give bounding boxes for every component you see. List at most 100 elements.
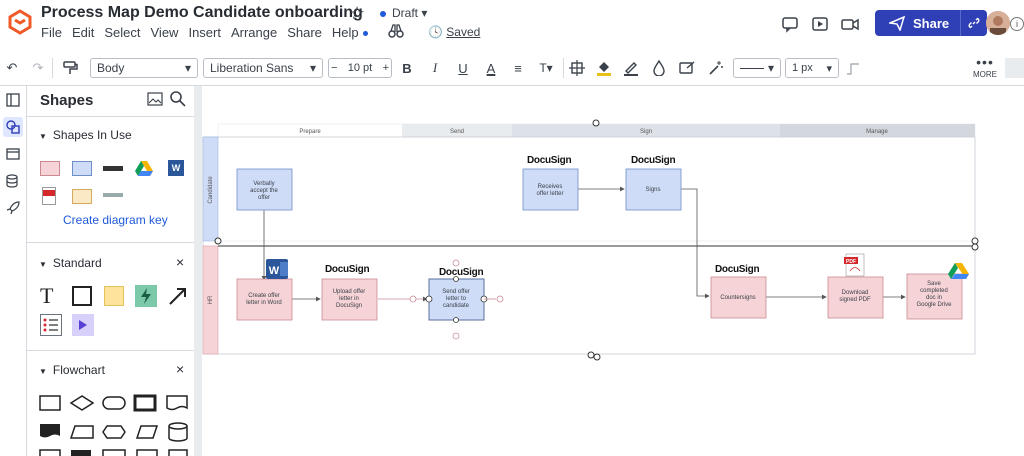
document-title[interactable]: Process Map Demo Candidate onboarding (41, 4, 363, 21)
menu-share[interactable]: Share (287, 25, 322, 40)
font-size-value[interactable]: 10 pt (347, 62, 373, 74)
rocket-icon[interactable] (3, 198, 23, 218)
docusign-logo: DocuSign (715, 264, 759, 275)
word-icon[interactable]: W (168, 160, 184, 176)
shape-pink-process[interactable] (40, 161, 60, 176)
menu-arrange[interactable]: Arrange (230, 25, 278, 40)
lane-hr: HR (208, 295, 214, 304)
link-icon[interactable] (960, 10, 987, 36)
line-color-icon[interactable] (622, 58, 640, 78)
avatar[interactable] (986, 11, 1010, 35)
position-icon[interactable] (568, 58, 586, 78)
section-standard[interactable]: ▼Standard (39, 256, 102, 270)
font-size-stepper[interactable]: − 10 pt + (328, 58, 392, 78)
menu-file[interactable]: File (41, 25, 62, 40)
line-style-select[interactable]: ▾ (733, 58, 781, 78)
fill-color-icon[interactable] (595, 58, 613, 78)
lightning-icon[interactable] (135, 285, 157, 307)
flowchart-shapes[interactable] (37, 392, 192, 456)
phase-prepare: Prepare (299, 129, 321, 135)
node-create-offer[interactable] (236, 278, 293, 321)
star-icon[interactable]: ☆ (349, 3, 366, 23)
present-icon[interactable] (810, 14, 830, 34)
format-painter-icon[interactable] (60, 58, 80, 78)
underline-button[interactable]: U (458, 60, 468, 76)
toolbar-scroll (1005, 58, 1024, 78)
phase-sign: Sign (640, 129, 652, 135)
data-icon[interactable] (3, 171, 23, 191)
menu-help-label: Help (331, 25, 359, 40)
node-upload-offer[interactable] (321, 278, 378, 321)
menu-insert[interactable]: Insert (188, 25, 221, 40)
menu-edit[interactable]: Edit (71, 25, 95, 40)
section-shapes-in-use[interactable]: ▼Shapes In Use (39, 128, 132, 142)
status-badge[interactable]: Draft ▾ (380, 6, 427, 20)
send-icon (887, 15, 906, 34)
google-drive-icon[interactable] (135, 160, 153, 181)
templates-icon[interactable] (3, 144, 23, 164)
diagram-canvas[interactable]: Prepare Send Sign Manage Candidate HR Ve… (202, 86, 1024, 456)
node-verbally-accept[interactable] (236, 168, 293, 211)
rectangle-tool[interactable] (72, 286, 92, 306)
logo-shape[interactable] (103, 193, 123, 197)
binoculars-icon[interactable] (388, 23, 404, 44)
list-tool[interactable] (40, 314, 62, 336)
section-flowchart[interactable]: ▼Flowchart (39, 363, 105, 377)
undo-icon[interactable]: ↶ (6, 60, 18, 75)
close-icon[interactable]: × (176, 361, 185, 377)
more-label[interactable]: MORE (973, 70, 997, 79)
menu-help[interactable]: Help (332, 25, 368, 40)
line-width-select[interactable]: 1 px▾ (785, 58, 839, 78)
magic-wand-icon[interactable] (706, 58, 726, 78)
arrow-tool[interactable] (167, 285, 189, 312)
video-icon[interactable] (840, 14, 860, 34)
sticky-note-tool[interactable] (104, 286, 124, 306)
text-style-select[interactable]: Body▾ (90, 58, 198, 78)
share-label: Share (913, 15, 950, 31)
section-label: Flowchart (52, 363, 105, 377)
close-icon[interactable]: × (176, 254, 185, 270)
node-signs[interactable] (625, 168, 682, 211)
text-tool[interactable]: T (40, 283, 54, 308)
save-status[interactable]: 🕓 Saved (428, 25, 480, 39)
node-download-pdf[interactable] (827, 276, 884, 319)
redo-icon[interactable]: ↷ (32, 60, 44, 75)
node-countersigns[interactable] (710, 276, 767, 319)
italic-button[interactable]: I (432, 60, 438, 75)
phase-send: Send (450, 129, 464, 135)
font-size-decrease[interactable]: − (331, 62, 338, 74)
shape-blue-process[interactable] (72, 161, 92, 176)
font-size-increase[interactable]: + (382, 62, 389, 74)
panel-scrollbar[interactable] (194, 86, 202, 456)
pages-icon[interactable] (3, 90, 23, 110)
lucid-logo-icon[interactable] (6, 8, 34, 36)
share-button[interactable]: Share (875, 10, 987, 36)
node-save-drive[interactable] (906, 273, 963, 320)
menu-view[interactable]: View (150, 25, 179, 40)
shape-options-icon[interactable] (677, 58, 697, 78)
info-icon[interactable]: i (1010, 17, 1024, 31)
align-icon[interactable]: ≡ (514, 60, 522, 76)
pdf-icon[interactable] (42, 187, 56, 205)
docusign-logo-shape[interactable] (103, 166, 123, 171)
comment-icon[interactable] (780, 14, 800, 34)
process-map[interactable]: Prepare Send Sign Manage Candidate HR Ve… (202, 86, 1024, 456)
text-options-icon[interactable]: T▾ (539, 61, 553, 75)
font-select[interactable]: Liberation Sans▾ (203, 58, 323, 78)
opacity-icon[interactable] (650, 58, 668, 78)
pdf-icon: PDF (844, 253, 865, 277)
node-receives-offer[interactable] (522, 168, 579, 211)
image-search-icon[interactable] (147, 92, 163, 111)
bold-button[interactable]: B (402, 60, 412, 76)
search-icon[interactable] (169, 90, 187, 113)
text-color-button[interactable]: A (486, 60, 496, 76)
more-icon[interactable]: ••• (976, 54, 994, 70)
menu-select[interactable]: Select (104, 25, 141, 40)
shape-yellow-note[interactable] (72, 189, 92, 204)
shapes-icon[interactable] (3, 117, 23, 137)
create-diagram-key-link[interactable]: Create diagram key (63, 213, 168, 227)
embed-video-icon[interactable] (72, 314, 94, 336)
node-send-offer[interactable] (428, 278, 485, 321)
line-endpoint-icon[interactable] (845, 58, 861, 78)
